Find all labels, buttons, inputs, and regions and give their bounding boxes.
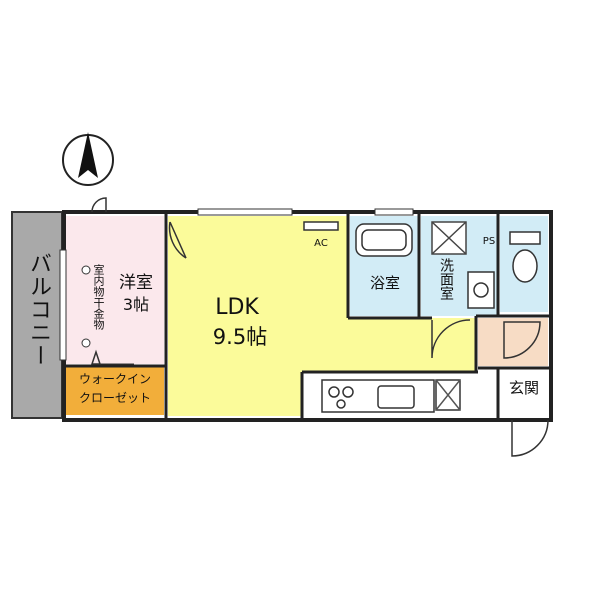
wash-basin-icon [467,271,495,309]
walkin-closet-line2: クローゼット [78,391,151,405]
ldk-area [168,216,476,416]
walkin-closet-line1: ウォークイン [78,372,151,386]
washing-machine-icon [431,221,467,255]
entrance-label: 玄関 [509,379,539,397]
washroom-label: 洗面室 [438,258,454,300]
entrance-floor-area [478,318,548,366]
bathroom-label: 浴室 [370,274,400,292]
windows [59,208,414,361]
drying-hook-icon [81,265,91,275]
kitchen-counter [321,379,461,413]
ps-label: PS [483,236,495,247]
toilet-icon [509,231,541,283]
walkin-closet-area [66,367,164,415]
door-swings [90,197,549,457]
indoor-drying-label: 室内物干金物 [92,264,105,330]
stove-burner-icon [342,386,354,398]
ldk-size: 9.5帖 [213,325,267,349]
balcony-area [11,211,63,419]
bathtub-icon [355,223,413,257]
drying-hook-icon [81,338,91,348]
western-room-size: 3帖 [123,295,149,314]
stove-burner-icon [336,399,346,409]
walkin-closet-label: ウォークイン クローゼット [68,370,162,408]
stove-burner-icon [328,386,340,398]
balcony-label: バルコニー [26,252,51,367]
western-room-label: 洋室 [119,273,153,293]
western-room-area [66,216,164,364]
ldk-label: LDK [215,295,259,320]
ac-unit [303,221,339,231]
ac-label: AC [314,238,328,249]
kitchen-sink-icon [377,385,415,409]
north-compass-icon [62,132,114,186]
